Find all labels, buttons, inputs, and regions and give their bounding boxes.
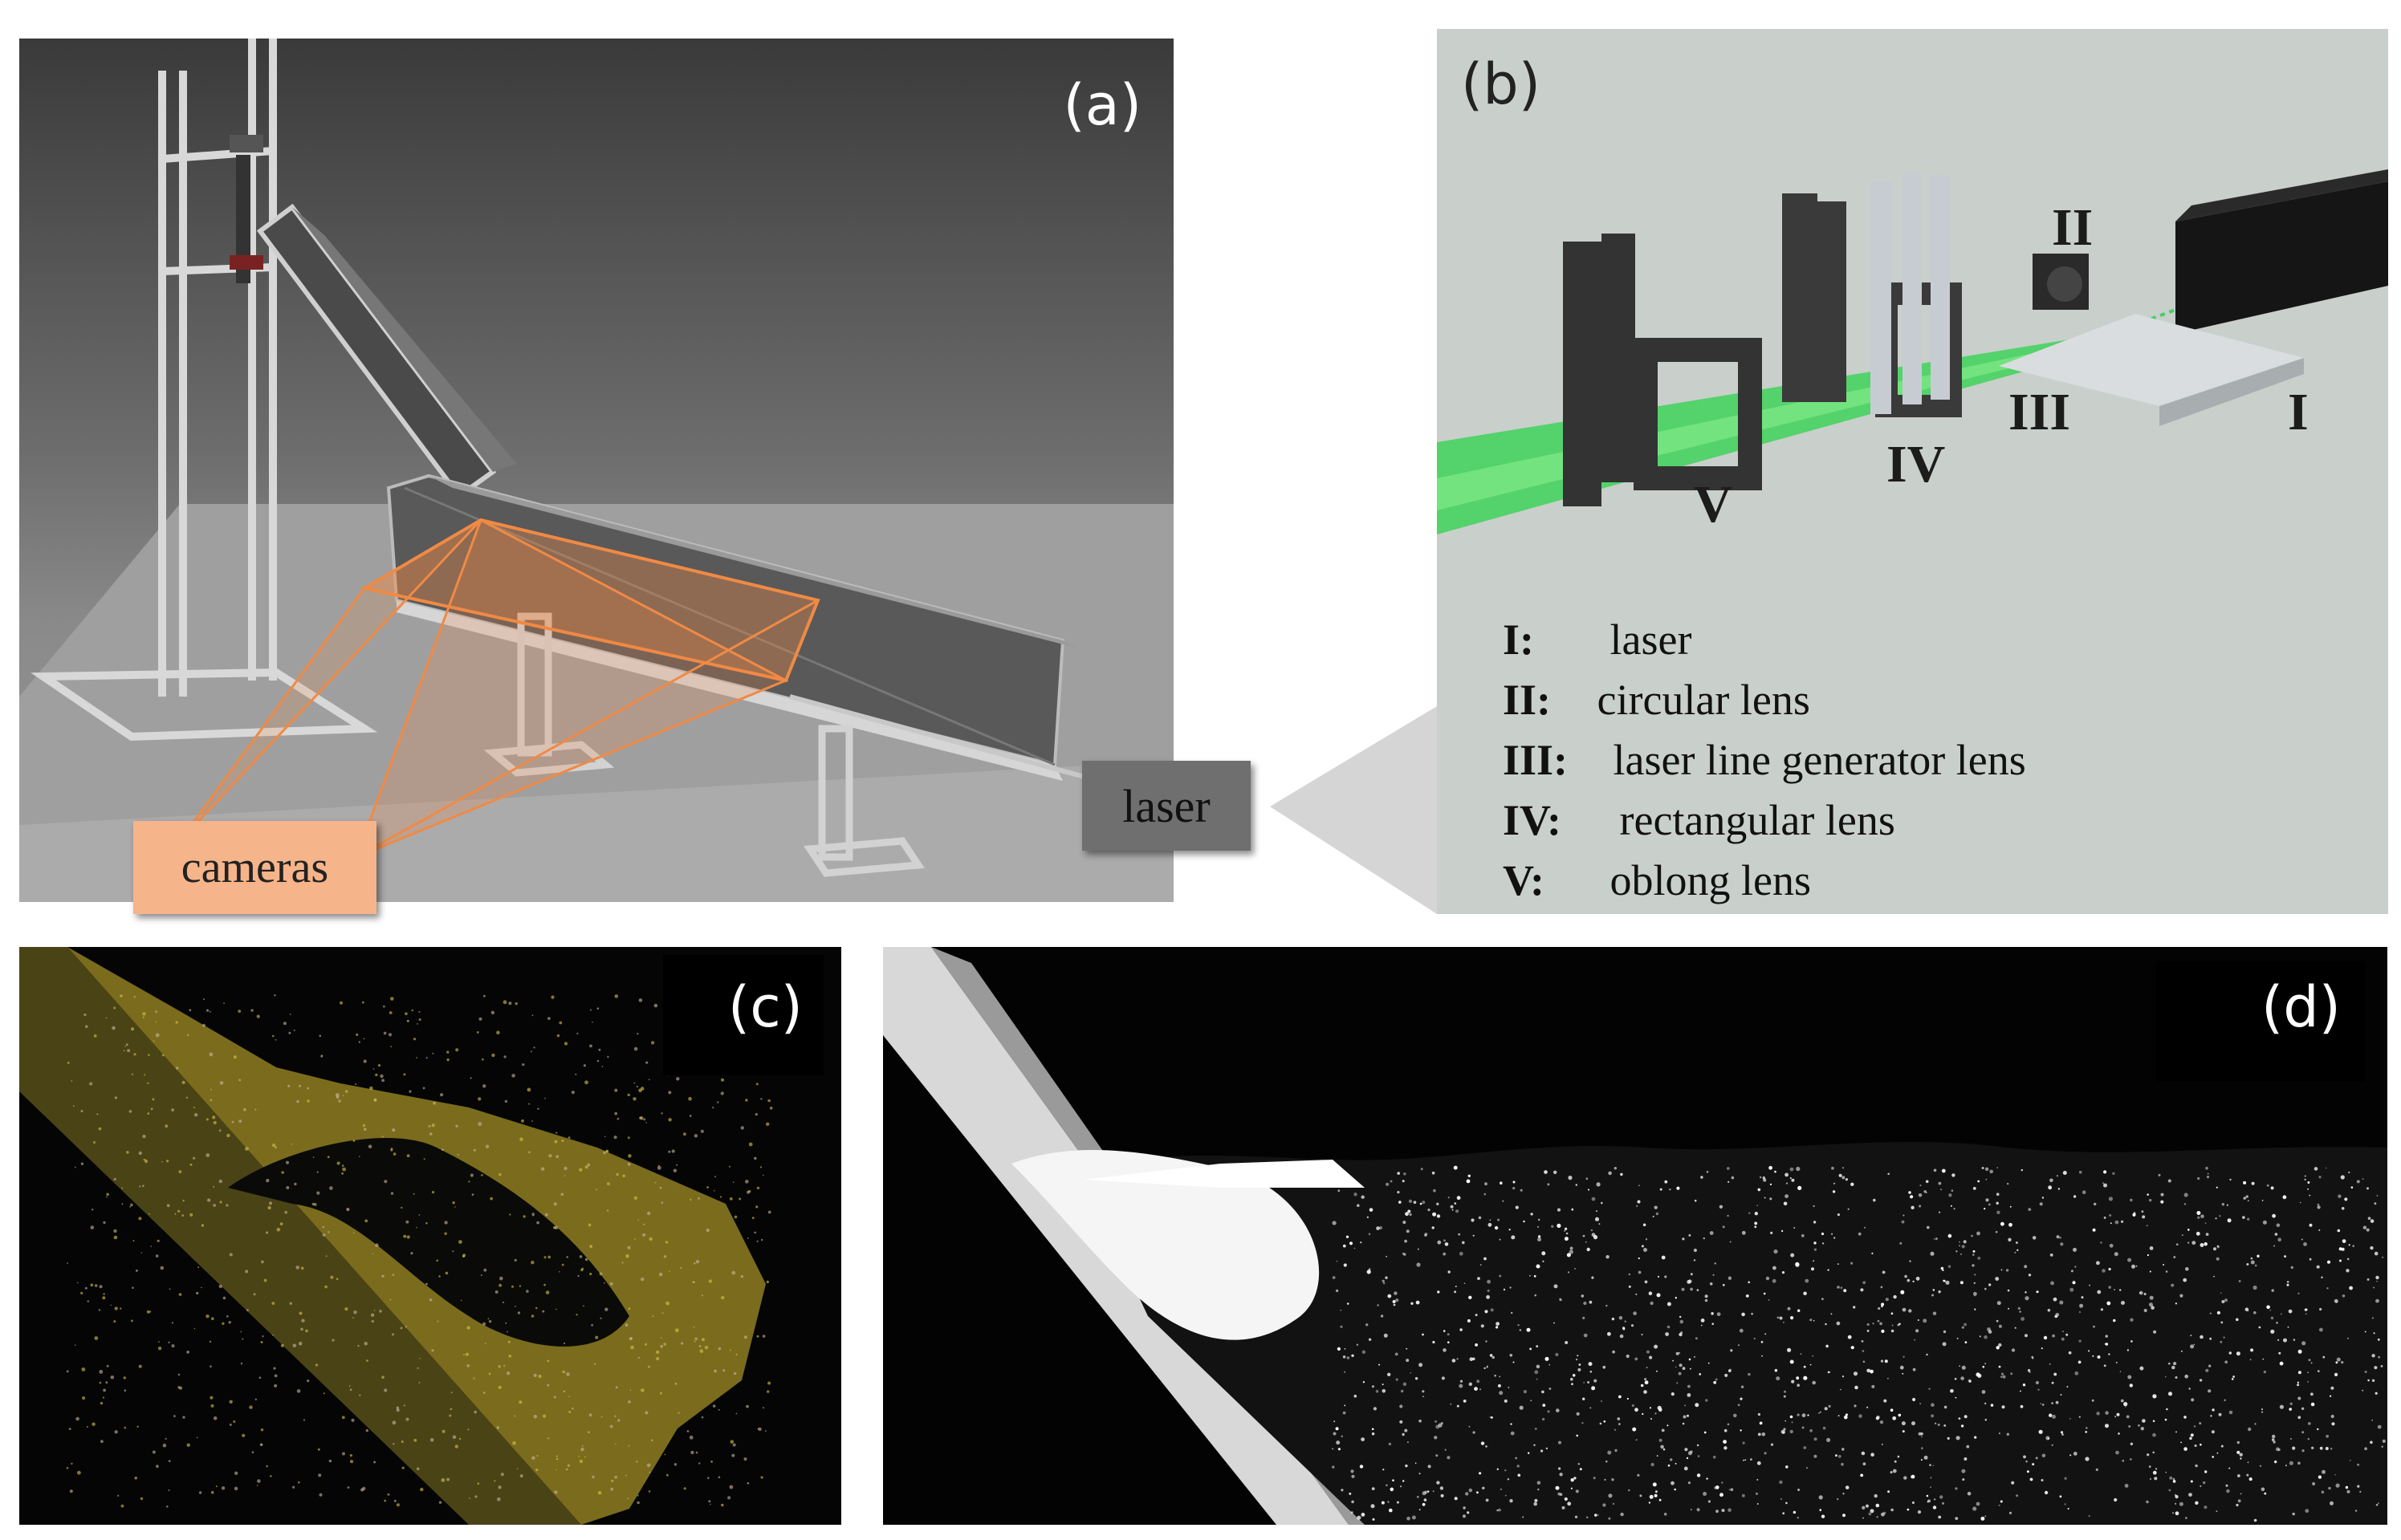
legend-value: laser line generator lens — [1613, 736, 2026, 784]
panel-c-label: (c) — [727, 974, 803, 1040]
cameras-callout: cameras — [133, 821, 376, 914]
panel-a-label: (a) — [1063, 72, 1141, 138]
legend-value: rectangular lens — [1619, 796, 1895, 844]
legend-value: laser — [1609, 616, 1692, 664]
panel-d-particle-image: (d) — [883, 947, 2387, 1525]
laser-callout: laser — [1082, 761, 1251, 851]
panel-c-particle-image: (c) — [19, 947, 841, 1525]
panel-d-label: (d) — [2261, 974, 2341, 1040]
panel-a-setup-render: (a) — [19, 39, 1174, 902]
marker-v: V — [1694, 475, 1732, 534]
legend-row-laser-line-generator-lens: III: laser line generator lens — [1503, 735, 2026, 785]
panel-c-particles — [66, 993, 773, 1508]
marker-i: I — [2288, 383, 2309, 441]
legend-row-circular-lens: II: circular lens — [1503, 675, 1810, 725]
flume-setup-illustration — [19, 39, 1174, 902]
legend-row-oblong-lens: V: oblong lens — [1503, 855, 1811, 905]
panel-b-optics-render: (b) II III I IV V I: laser II: circular … — [1437, 29, 2388, 914]
legend-value: oblong lens — [1609, 856, 1812, 904]
panel-d-label-backdrop — [2156, 961, 2365, 1082]
marker-iv: IV — [1886, 435, 1946, 494]
laser-optics-illustration — [1437, 169, 2388, 534]
legend-key: III: — [1503, 736, 1569, 784]
legend-key: I: — [1503, 616, 1534, 664]
legend-row-laser: I: laser — [1503, 615, 1691, 664]
legend-key: II: — [1503, 676, 1552, 724]
legend-value: circular lens — [1597, 676, 1810, 724]
panel-c-label-backdrop — [663, 955, 824, 1075]
panel-b-label: (b) — [1461, 51, 1541, 117]
marker-iii: III — [2008, 383, 2071, 441]
panel-d-particles — [1332, 1165, 2386, 1522]
marker-ii: II — [2052, 198, 2094, 257]
legend-row-rectangular-lens: IV: rectangular lens — [1503, 795, 1895, 845]
particle-field-color — [19, 947, 773, 1525]
legend-key: V: — [1503, 856, 1545, 904]
legend-key: IV: — [1503, 796, 1562, 844]
particle-field-grayscale — [883, 947, 2387, 1525]
